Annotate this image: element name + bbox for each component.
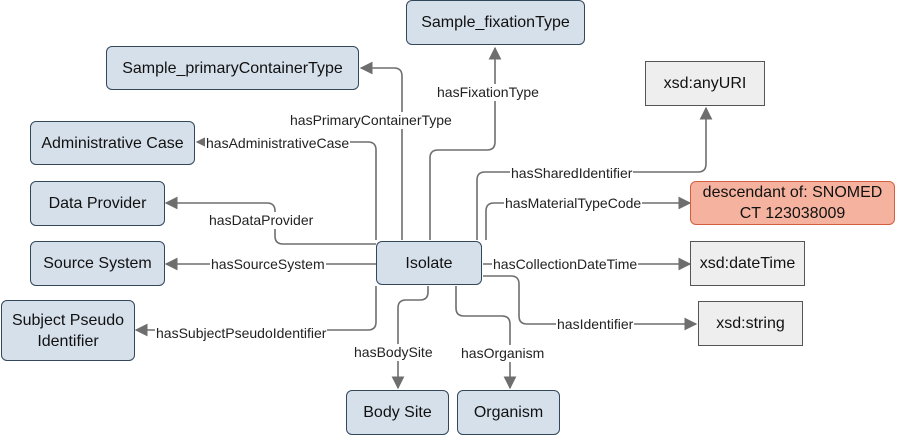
edge-has-subject-pseudo-identifier bbox=[134, 286, 377, 337]
node-sample-fixation-type: Sample_fixationType bbox=[406, 0, 585, 45]
label-has-source-system: hasSourceSystem bbox=[210, 256, 326, 273]
node-xsd-datetime: xsd:dateTime bbox=[690, 241, 805, 286]
node-label: Isolate bbox=[405, 254, 453, 272]
node-label: Sample_fixationType bbox=[421, 14, 570, 31]
label-has-primary-container-type: hasPrimaryContainerType bbox=[289, 112, 453, 129]
node-xsd-string: xsd:string bbox=[698, 301, 803, 346]
node-subject-pseudo-identifier: Subject Pseudo Identifier bbox=[1, 300, 135, 361]
label-has-collection-date-time: hasCollectionDateTime bbox=[492, 256, 639, 273]
label-has-identifier: hasIdentifier bbox=[556, 316, 635, 333]
node-snomed-ct: descendant of: SNOMED CT 123038009 bbox=[690, 181, 895, 225]
label-has-body-site: hasBodySite bbox=[353, 344, 434, 361]
node-label: xsd:anyURI bbox=[663, 75, 747, 92]
node-xsd-anyuri: xsd:anyURI bbox=[645, 61, 765, 106]
node-label: xsd:dateTime bbox=[699, 255, 796, 272]
node-data-provider: Data Provider bbox=[30, 181, 165, 226]
edge-has-organism bbox=[455, 286, 517, 390]
label-has-administrative-case: hasAdministrativeCase bbox=[205, 135, 351, 152]
edge-has-identifier bbox=[483, 275, 698, 331]
node-source-system: Source System bbox=[30, 241, 165, 286]
node-label: Administrative Case bbox=[41, 134, 184, 152]
node-label: Source System bbox=[43, 255, 152, 272]
edge-has-material-type-code bbox=[485, 196, 692, 240]
label-has-fixation-type: hasFixationType bbox=[436, 84, 540, 101]
node-label: descendant of: SNOMED CT 123038009 bbox=[702, 184, 883, 222]
node-body-site: Body Site bbox=[346, 390, 449, 435]
edge-has-administrative-case bbox=[195, 135, 377, 240]
node-label: Organism bbox=[473, 404, 544, 421]
label-has-data-provider: hasDataProvider bbox=[208, 212, 315, 229]
node-administrative-case: Administrative Case bbox=[30, 121, 195, 165]
label-has-organism: hasOrganism bbox=[460, 345, 546, 362]
node-label: Subject Pseudo Identifier bbox=[11, 311, 125, 350]
edge-has-body-site bbox=[391, 286, 429, 390]
label-has-shared-identifier: hasSharedIdentifier bbox=[510, 165, 634, 182]
node-isolate: Isolate bbox=[376, 241, 482, 285]
edge-has-fixation-type bbox=[429, 46, 502, 240]
label-has-material-type-code: hasMaterialTypeCode bbox=[504, 195, 643, 212]
node-label: Data Provider bbox=[48, 195, 147, 212]
node-label: Body Site bbox=[363, 404, 432, 421]
node-organism: Organism bbox=[457, 390, 560, 435]
node-sample-primary-container-type: Sample_primaryContainerType bbox=[106, 46, 359, 90]
node-label: xsd:string bbox=[716, 315, 785, 332]
node-label: Sample_primaryContainerType bbox=[122, 59, 343, 77]
edge-has-primary-container-type bbox=[359, 61, 403, 240]
label-has-subject-pseudo-identifier: hasSubjectPseudoIdentifier bbox=[155, 325, 328, 342]
